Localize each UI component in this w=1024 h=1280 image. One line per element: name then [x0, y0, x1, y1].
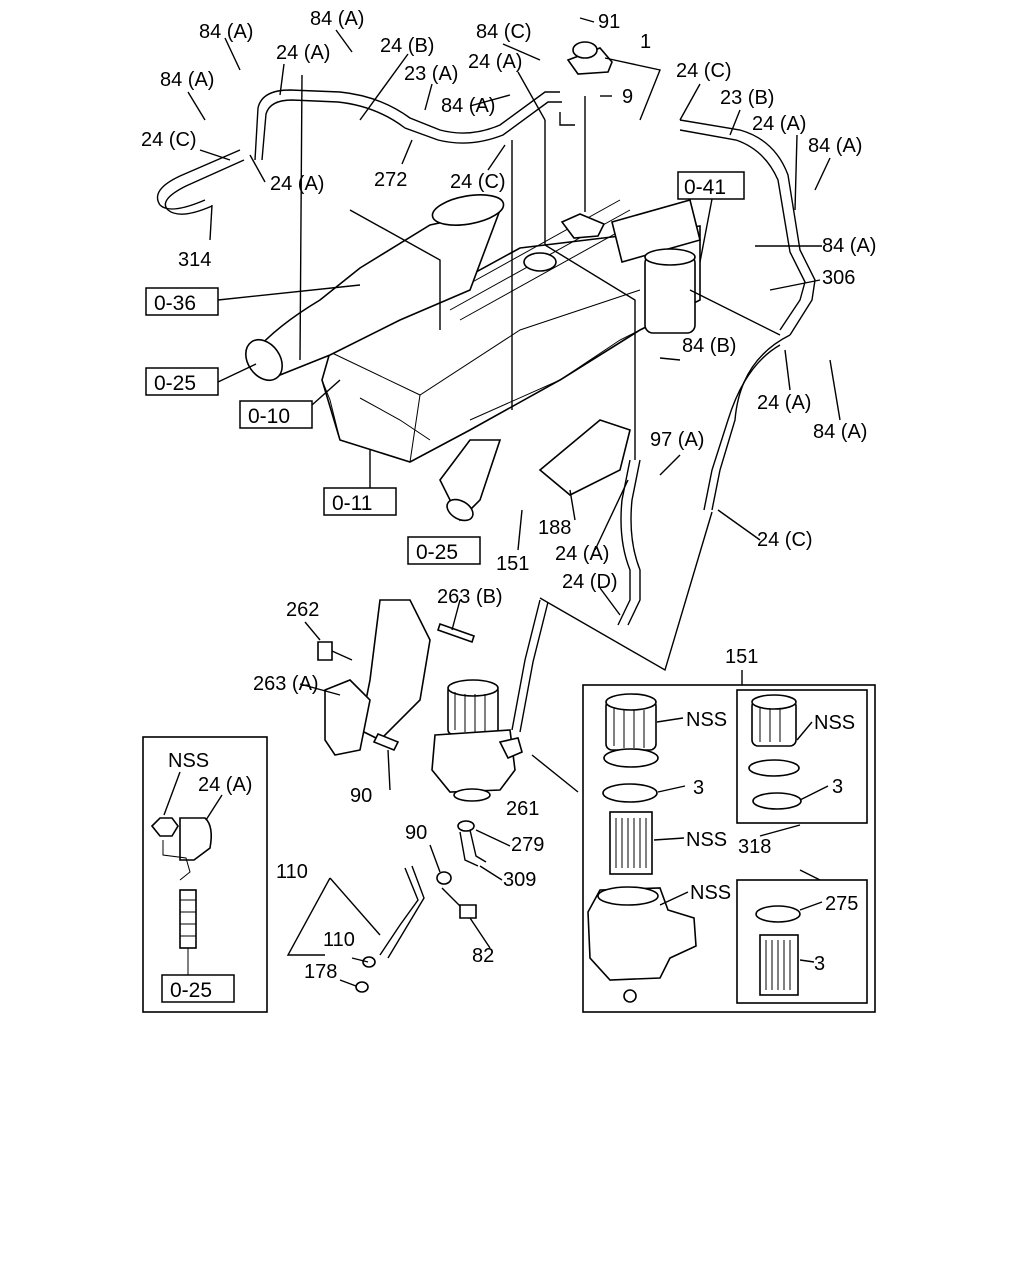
callout-24a: 24 (A): [757, 392, 811, 414]
callout-nss: NSS: [814, 712, 855, 734]
callout-nss: NSS: [690, 882, 731, 904]
callout-84a: 84 (A): [160, 69, 214, 91]
callout-262: 263 (A): [253, 673, 319, 695]
callout-84a: 84 (A): [310, 8, 364, 30]
reference-boxes: 0-41 0-36 0-25 0-10 0-11 0-25 0-25: [145, 171, 745, 1003]
callout-24a: 24 (A): [468, 51, 522, 73]
label-leaders: [163, 17, 841, 987]
callout-3: 3: [832, 776, 843, 798]
callout-9: 9: [622, 86, 633, 108]
filter-assembly: [317, 599, 579, 993]
callout-110: 178: [304, 961, 337, 983]
engine-assembly: [245, 41, 701, 522]
callout-263b: 90: [350, 785, 372, 807]
callout-24a: 24 (A): [555, 543, 609, 565]
callout-24b: 24 (B): [380, 35, 434, 57]
callout-3: 275: [825, 893, 858, 915]
callout-275: 318: [738, 836, 771, 858]
callout-82: NSS: [168, 750, 209, 772]
callout-nss: NSS: [686, 709, 727, 731]
callout-279: 309: [503, 869, 536, 891]
callout-nss: NSS: [686, 829, 727, 851]
callout-261: 262: [286, 599, 319, 621]
callout-24c: 24 (C): [757, 529, 813, 551]
callout-110: 110: [323, 929, 355, 951]
callout-97a: 188: [538, 517, 571, 539]
callout-309: 110: [276, 861, 308, 883]
callout-84a: 84 (A): [813, 421, 867, 443]
ref-box-0-25-c: 0-25: [170, 979, 212, 1002]
callout-90: 90: [405, 822, 427, 844]
callout-84c: 84 (C): [476, 21, 532, 43]
callout-24a: 24 (A): [198, 774, 252, 796]
ref-box-0-11: 0-11: [332, 492, 372, 515]
callout-23a: 23 (B): [720, 87, 774, 109]
callout-labels: 84 (A) 84 (A) 84 (A) 84 (A) 84 (A) 84 (A…: [141, 8, 876, 983]
callout-91: 91: [598, 11, 620, 33]
callout-263a: 263 (B): [437, 586, 503, 608]
callout-24a: 24 (A): [752, 113, 806, 135]
leader-lines: [299, 57, 781, 672]
ref-box-0-25-b: 0-25: [416, 541, 458, 564]
callout-24c: 24 (D): [562, 571, 618, 593]
inset-filter-service-kit: [582, 670, 876, 1013]
callout-24c: 24 (C): [141, 129, 197, 151]
ref-box-0-36: 0-36: [154, 292, 196, 315]
inset-clip-detail: [142, 736, 268, 1013]
ref-box-0-10: 0-10: [248, 405, 290, 428]
ref-box-0-41: 0-41: [684, 176, 726, 199]
callout-3: 3: [693, 777, 704, 799]
callout-84a: 84 (A): [822, 235, 876, 257]
callout-24d: 23 (A): [404, 63, 458, 85]
callout-178: 82: [472, 945, 494, 967]
callout-84b: 97 (A): [650, 429, 704, 451]
callout-24b: 24 (C): [450, 171, 506, 193]
callout-24a: 24 (A): [276, 42, 330, 64]
callout-84a: 84 (A): [441, 95, 495, 117]
callout-272: 306: [822, 267, 855, 289]
callout-90: 279: [511, 834, 544, 856]
callout-314: 272: [374, 169, 407, 191]
hoses: [156, 89, 816, 733]
callout-84a: 84 (A): [199, 21, 253, 43]
callout-151-part: 261: [506, 798, 539, 820]
callout-24c: 24 (C): [676, 60, 732, 82]
callout-151-box: 151: [725, 646, 758, 668]
ref-box-0-25-a: 0-25: [154, 372, 196, 395]
callout-24a: 24 (A): [270, 173, 324, 195]
callout-1: 1: [640, 31, 651, 53]
callout-306: 84 (B): [682, 335, 736, 357]
callout-23b: 314: [178, 249, 211, 271]
callout-nss: 3: [814, 953, 825, 975]
callout-188: 151: [496, 553, 529, 575]
callout-84a: 84 (A): [808, 135, 862, 157]
